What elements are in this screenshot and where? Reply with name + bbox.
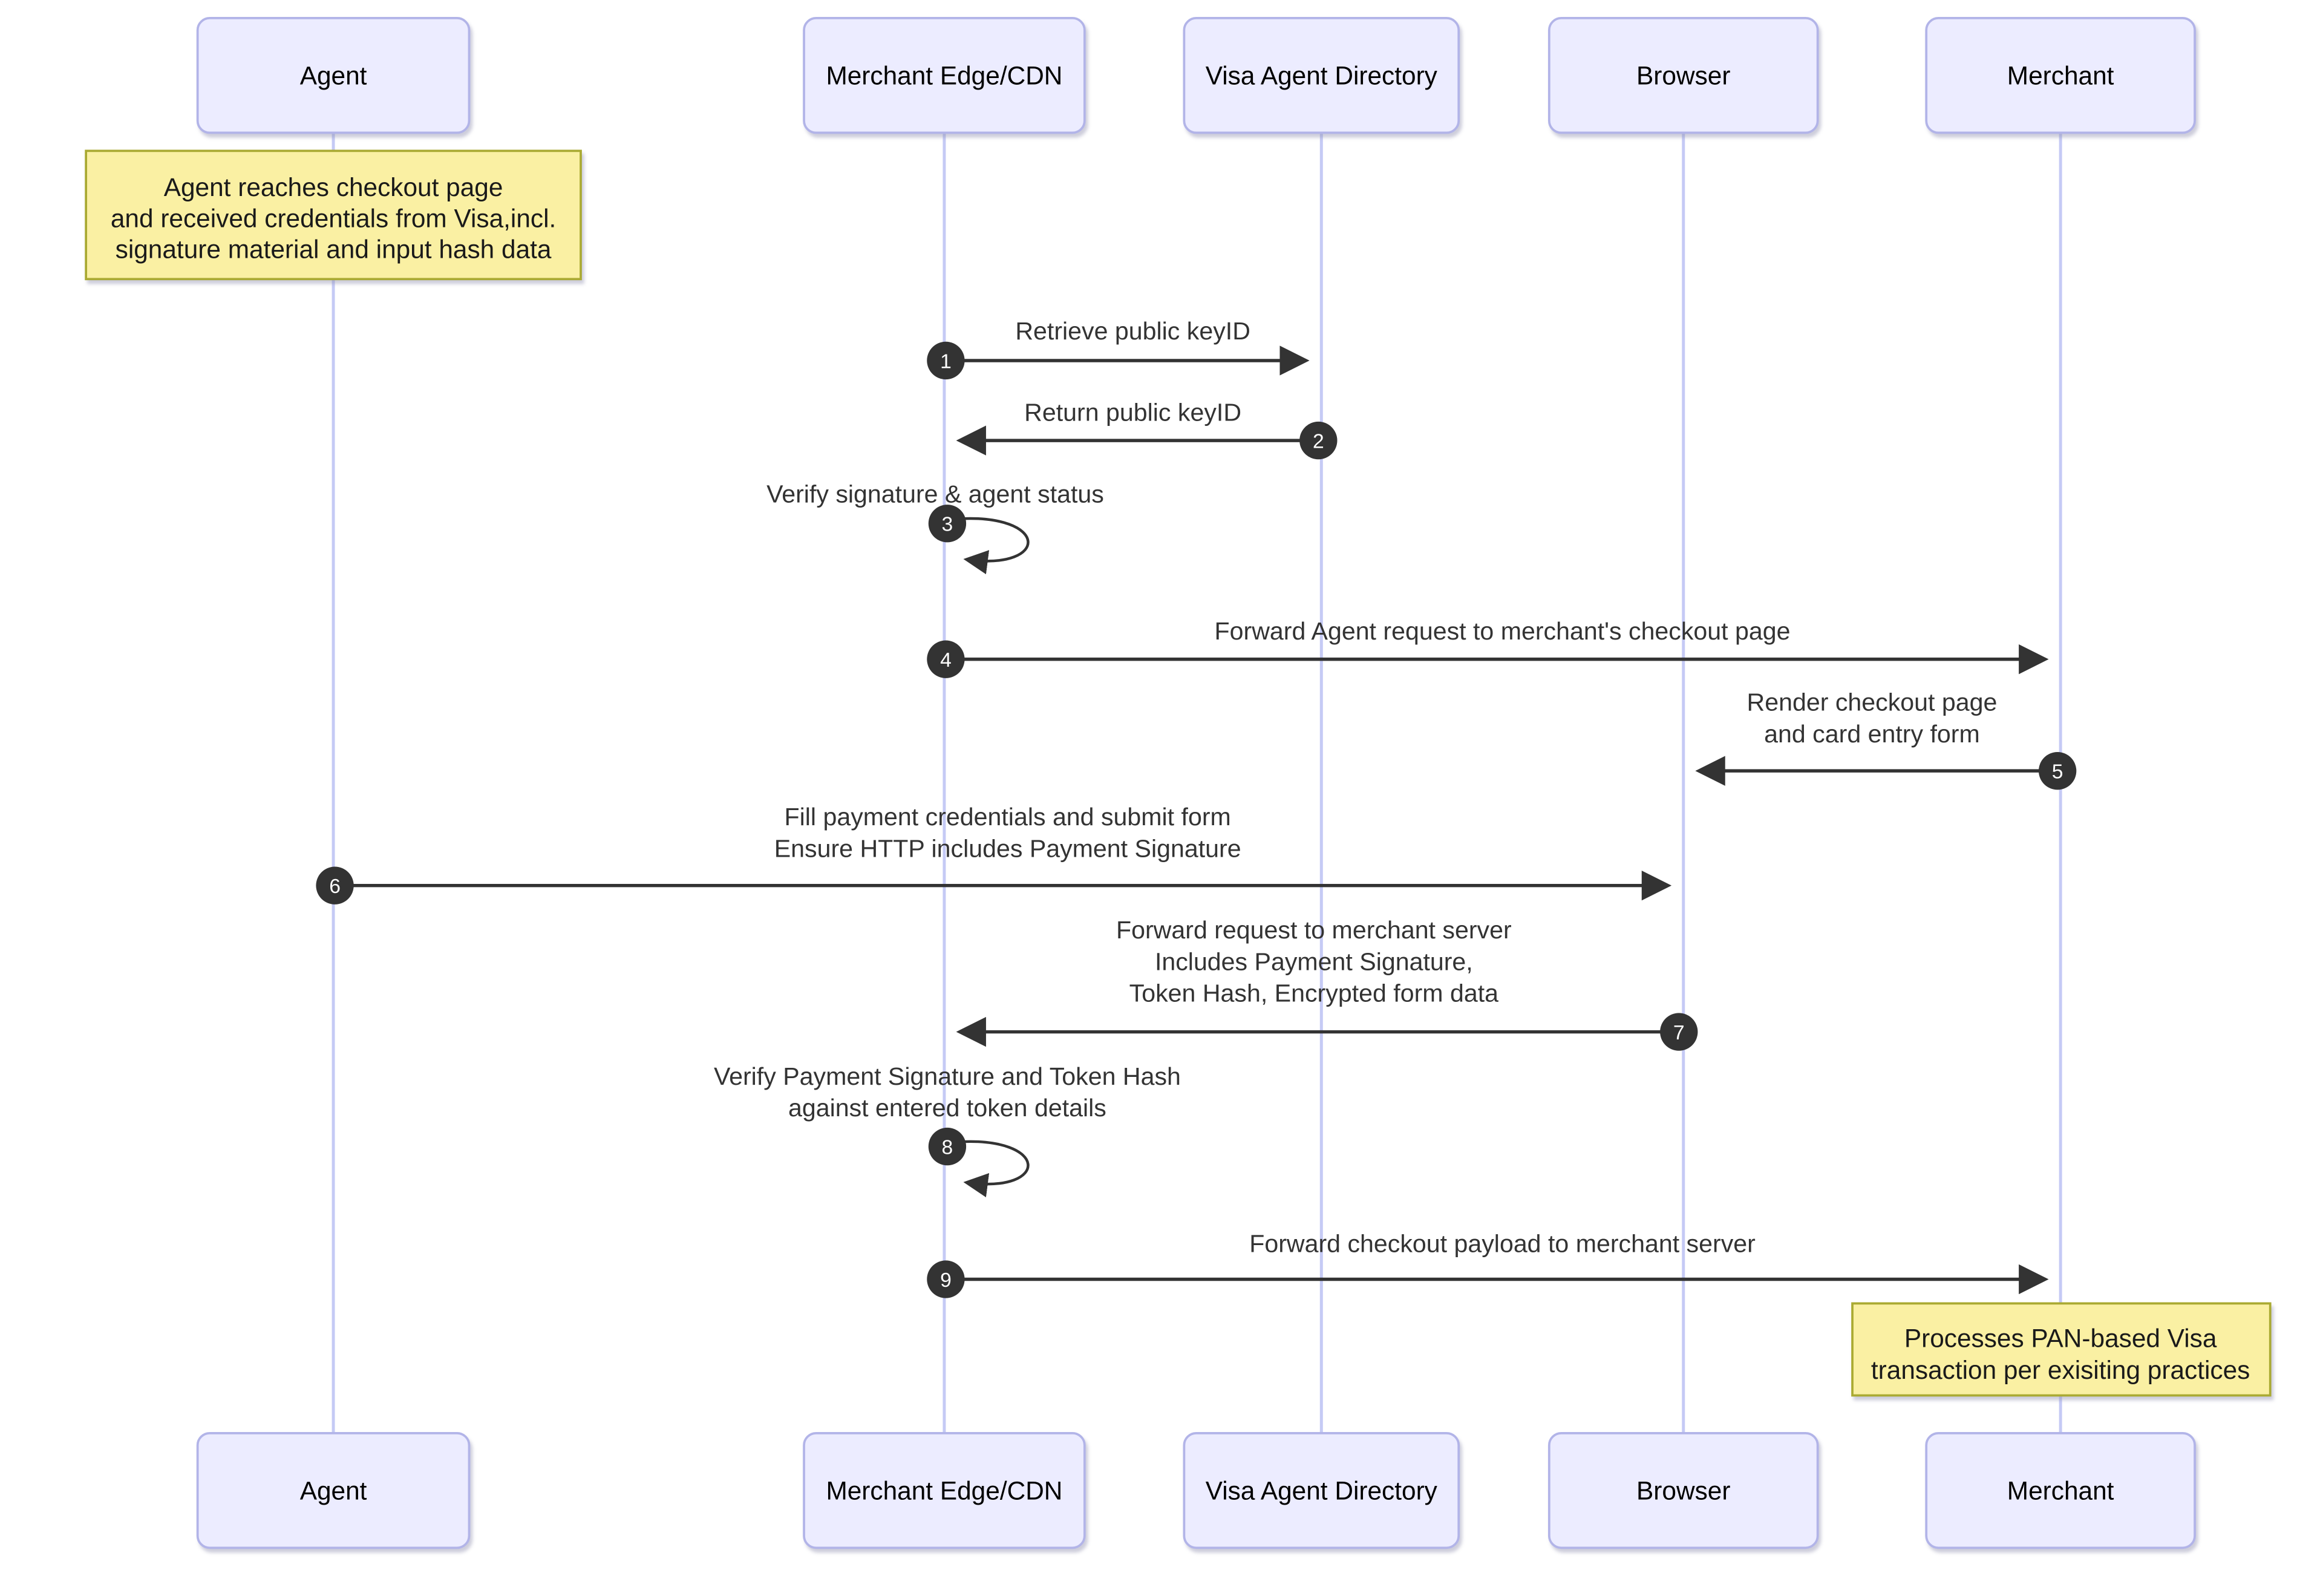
message-9-label: Forward checkout payload to merchant ser… bbox=[1249, 1230, 1756, 1258]
note-agent-credentials-line-1: Agent reaches checkout page bbox=[164, 173, 503, 201]
message-3: Verify signature & agent status 3 bbox=[766, 480, 1104, 575]
message-5-label-line-1: Render checkout page bbox=[1747, 688, 1998, 716]
message-1-label: Retrieve public keyID bbox=[1015, 317, 1250, 345]
message-9: Forward checkout payload to merchant ser… bbox=[927, 1230, 2049, 1298]
participant-box-visa-agent-directory-top bbox=[1183, 17, 1460, 134]
message-5-number: 5 bbox=[2052, 761, 2063, 783]
note-agent-credentials-line-3: signature material and input hash data bbox=[116, 235, 552, 263]
message-7-number-badge bbox=[1660, 1013, 1698, 1051]
message-5-label-line-2: and card entry form bbox=[1764, 720, 1980, 748]
participant-label-merchant-top: Merchant bbox=[2007, 62, 2114, 90]
message-8: Verify Payment Signature and Token Hash … bbox=[714, 1062, 1181, 1198]
message-1: Retrieve public keyID 1 bbox=[927, 317, 1310, 380]
participant-label-merchant-edge-cdn-bottom: Merchant Edge/CDN bbox=[826, 1477, 1062, 1505]
message-9-number-badge bbox=[927, 1260, 965, 1298]
message-5: Render checkout page and card entry form… bbox=[1695, 688, 2077, 790]
message-1-number-badge bbox=[927, 341, 965, 380]
message-4: Forward Agent request to merchant's chec… bbox=[927, 617, 2049, 678]
message-3-number-badge bbox=[928, 505, 967, 543]
note-merchant-processing-line-2: transaction per exisiting practices bbox=[1871, 1356, 2250, 1384]
message-4-label: Forward Agent request to merchant's chec… bbox=[1215, 617, 1791, 645]
note-merchant-processing-box bbox=[1851, 1302, 2272, 1397]
message-2-number-badge bbox=[1299, 421, 1338, 460]
message-4-number-badge bbox=[927, 640, 965, 678]
message-7-number: 7 bbox=[1673, 1022, 1685, 1044]
message-6-number-badge bbox=[316, 866, 354, 904]
note-merchant-processing: Processes PAN-based Visa transaction per… bbox=[1851, 1302, 2272, 1397]
message-7-label-line-1: Forward request to merchant server bbox=[1116, 916, 1512, 944]
message-6-number: 6 bbox=[329, 875, 341, 898]
message-6-label-line-2: Ensure HTTP includes Payment Signature bbox=[774, 834, 1241, 862]
participant-box-merchant-edge-cdn-bottom bbox=[803, 1431, 1086, 1549]
participant-label-visa-agent-directory-top: Visa Agent Directory bbox=[1206, 62, 1438, 90]
participant-box-agent-bottom bbox=[196, 1431, 471, 1549]
message-6: Fill payment credentials and submit form… bbox=[316, 803, 1672, 904]
participant-label-visa-agent-directory-bottom: Visa Agent Directory bbox=[1206, 1477, 1438, 1505]
note-agent-credentials: Agent reaches checkout page and received… bbox=[85, 149, 582, 281]
message-8-label-line-2: against entered token details bbox=[788, 1094, 1106, 1122]
participant-box-agent-top bbox=[196, 17, 471, 134]
message-3-label: Verify signature & agent status bbox=[766, 480, 1104, 508]
message-8-number-badge bbox=[928, 1127, 967, 1166]
message-2-label: Return public keyID bbox=[1024, 399, 1241, 427]
participants-top: Agent Merchant Edge/CDN Visa Agent Direc… bbox=[196, 17, 2196, 134]
message-7-label-line-3: Token Hash, Encrypted form data bbox=[1129, 980, 1498, 1007]
participant-label-agent-top: Agent bbox=[300, 62, 367, 90]
message-3-number: 3 bbox=[942, 514, 953, 536]
participant-label-agent-bottom: Agent bbox=[300, 1477, 367, 1505]
message-8-number: 8 bbox=[942, 1137, 953, 1159]
message-6-label-line-1: Fill payment credentials and submit form bbox=[785, 803, 1231, 831]
note-agent-credentials-line-2: and received credentials from Visa,incl. bbox=[111, 204, 556, 232]
participant-box-visa-agent-directory-bottom bbox=[1183, 1431, 1460, 1549]
message-2: Return public keyID 2 bbox=[956, 399, 1338, 460]
message-7-label-line-2: Includes Payment Signature, bbox=[1155, 947, 1473, 975]
participant-box-merchant-bottom bbox=[1925, 1431, 2196, 1549]
participant-box-browser-bottom bbox=[1547, 1431, 1819, 1549]
participant-label-merchant-bottom: Merchant bbox=[2007, 1477, 2114, 1505]
message-4-number: 4 bbox=[940, 649, 952, 672]
message-5-number-badge bbox=[2038, 752, 2077, 790]
participant-label-browser-top: Browser bbox=[1636, 62, 1730, 90]
message-9-number: 9 bbox=[940, 1269, 952, 1292]
message-3-self-loop bbox=[956, 517, 1030, 575]
participant-box-merchant-top bbox=[1925, 17, 2196, 134]
participants-bottom: Agent Merchant Edge/CDN Visa Agent Direc… bbox=[196, 1431, 2196, 1549]
message-8-label-line-1: Verify Payment Signature and Token Hash bbox=[714, 1062, 1181, 1090]
message-7: Forward request to merchant server Inclu… bbox=[956, 916, 1698, 1051]
participant-label-merchant-edge-cdn-top: Merchant Edge/CDN bbox=[826, 62, 1062, 90]
participant-label-browser-bottom: Browser bbox=[1636, 1477, 1730, 1505]
message-1-number: 1 bbox=[940, 350, 952, 373]
note-merchant-processing-line-1: Processes PAN-based Visa bbox=[1904, 1324, 2217, 1353]
participant-box-browser-top bbox=[1547, 17, 1819, 134]
participant-box-merchant-edge-cdn-top bbox=[803, 17, 1086, 134]
note-agent-credentials-box bbox=[85, 149, 582, 281]
message-8-self-loop bbox=[956, 1140, 1030, 1198]
message-2-number: 2 bbox=[1313, 431, 1324, 453]
